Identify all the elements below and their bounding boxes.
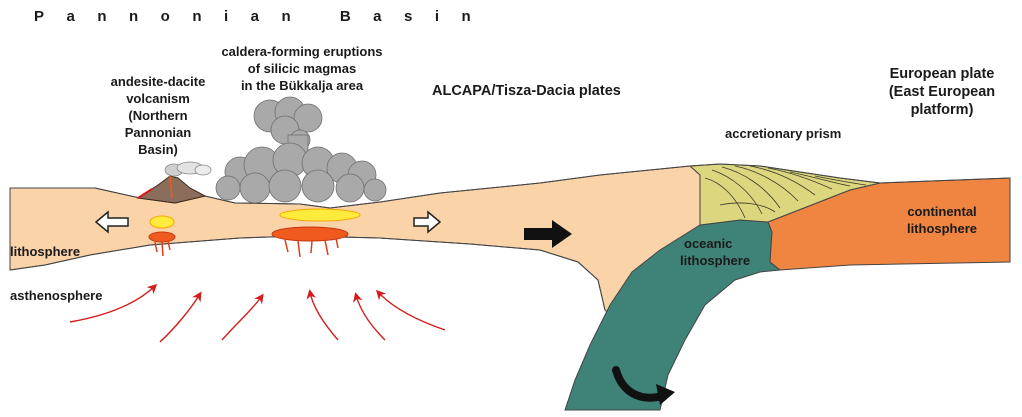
european-plate-label: European plate (East European platform) xyxy=(889,66,995,118)
svg-text:lithosphere: lithosphere xyxy=(907,221,977,236)
diagram-title: P a n n o n i a n B a s i n xyxy=(34,8,471,25)
alcapa-label: ALCAPA/Tisza-Dacia plates xyxy=(432,83,621,99)
magma-chamber-andesite xyxy=(149,216,175,256)
asthenosphere-label: asthenosphere xyxy=(10,288,102,303)
mantle-flow-arrow-icon xyxy=(378,292,445,330)
svg-text:(Northern: (Northern xyxy=(128,108,187,123)
accretionary-prism-label: accretionary prism xyxy=(725,126,841,141)
svg-text:caldera-forming eruptions: caldera-forming eruptions xyxy=(221,44,382,59)
stratovolcano xyxy=(138,162,211,203)
svg-text:andesite-dacite: andesite-dacite xyxy=(111,74,206,89)
mantle-flow-arrow-icon xyxy=(310,292,338,340)
svg-text:of silicic magmas: of silicic magmas xyxy=(248,61,356,76)
caldera-label: caldera-forming eruptions of silicic mag… xyxy=(221,44,382,93)
svg-text:European plate: European plate xyxy=(890,66,995,82)
mantle-flow-arrows xyxy=(70,286,445,342)
svg-text:platform): platform) xyxy=(911,102,974,118)
magma-chamber-silicic xyxy=(272,209,360,257)
svg-text:volcanism: volcanism xyxy=(126,91,190,106)
svg-text:(East European: (East European xyxy=(889,84,995,100)
svg-text:continental: continental xyxy=(907,204,976,219)
ash-cloud xyxy=(216,97,386,203)
mantle-flow-arrow-icon xyxy=(356,295,385,340)
mantle-flow-arrow-icon xyxy=(160,294,200,342)
svg-text:Basin): Basin) xyxy=(138,142,178,157)
mantle-flow-arrow-icon xyxy=(222,296,262,340)
svg-text:in the Bükkalja area: in the Bükkalja area xyxy=(241,78,364,93)
andesite-label: andesite-dacite volcanism (Northern Pann… xyxy=(111,74,206,157)
lithosphere-label: lithosphere xyxy=(10,244,80,259)
svg-text:lithosphere: lithosphere xyxy=(680,253,750,268)
svg-text:oceanic: oceanic xyxy=(684,236,732,251)
svg-text:Pannonian: Pannonian xyxy=(125,125,192,140)
